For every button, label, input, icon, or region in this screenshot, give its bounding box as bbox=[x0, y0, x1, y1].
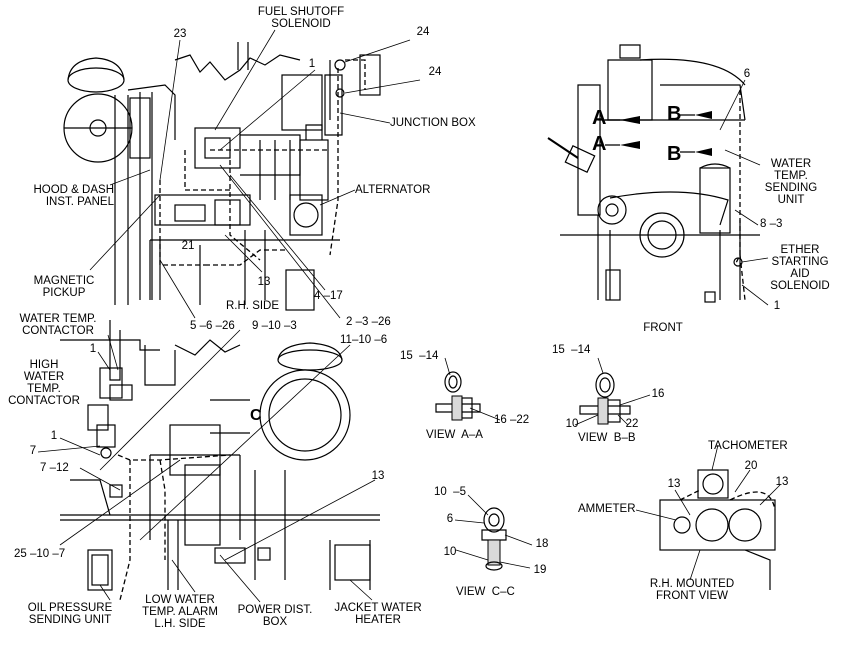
junction-box-label: JUNCTION BOX bbox=[390, 117, 476, 129]
view-b-callout-16: 16 bbox=[651, 388, 665, 400]
callout-4-17: 4 –17 bbox=[314, 290, 343, 302]
jacket-water-heater-label: JACKET WATER HEATER bbox=[334, 602, 422, 626]
view-marker-b-lower: B bbox=[667, 143, 682, 165]
view-c-callout-10-5: 10 –5 bbox=[434, 486, 466, 498]
tachometer-label: TACHOMETER bbox=[708, 440, 788, 452]
callout-1-right: 1 bbox=[773, 300, 781, 312]
callout-20: 20 bbox=[744, 460, 758, 472]
callout-21: 21 bbox=[181, 240, 195, 252]
callout-1-top: 1 bbox=[308, 58, 316, 70]
view-c-c-label: VIEW C–C bbox=[456, 586, 515, 598]
ether-starting-aid-solenoid-label: ETHER STARTING AID SOLENOID bbox=[770, 244, 830, 292]
low-water-temp-alarm-label: LOW WATER TEMP. ALARM L.H. SIDE bbox=[142, 594, 218, 630]
lh-side-engine-view bbox=[60, 320, 380, 601]
water-temp-contactor-label: WATER TEMP. CONTACTOR bbox=[19, 313, 97, 337]
view-c-c-drawing bbox=[481, 507, 507, 571]
callout-11-10-6: 11–10 –6 bbox=[340, 334, 388, 346]
view-c-callout-18: 18 bbox=[535, 538, 549, 550]
alternator-label: ALTERNATOR bbox=[355, 184, 431, 196]
callout-6-right: 6 bbox=[743, 68, 751, 80]
view-a-callout-15-14: 15 –14 bbox=[400, 350, 439, 362]
view-b-b-label: VIEW B–B bbox=[578, 432, 636, 444]
rh-side-engine-view bbox=[63, 42, 381, 311]
front-engine-view bbox=[547, 44, 760, 303]
ammeter-label: AMMETER bbox=[578, 503, 636, 515]
rh-mounted-panel-drawing bbox=[659, 469, 776, 590]
water-temp-sending-unit-label: WATER TEMP. SENDING UNIT bbox=[764, 158, 818, 206]
view-b-b-drawing bbox=[579, 372, 631, 425]
view-c-callout-19: 19 bbox=[533, 564, 547, 576]
callout-7: 7 bbox=[29, 445, 37, 457]
rh-side-label: R.H. SIDE bbox=[226, 300, 280, 312]
view-a-callout-16-22: 16 –22 bbox=[494, 414, 530, 426]
callout-9-10-3: 9 –10 –3 bbox=[252, 320, 297, 332]
view-marker-a-upper: A bbox=[592, 107, 607, 129]
leader-lines bbox=[37, 29, 781, 603]
fuel-shutoff-solenoid-label: FUEL SHUTOFF SOLENOID bbox=[257, 6, 345, 30]
high-water-temp-contactor-label: HIGH WATER TEMP. CONTACTOR bbox=[8, 359, 80, 407]
view-marker-a-lower: A bbox=[592, 133, 607, 155]
callout-25-10-7: 25 –10 –7 bbox=[14, 548, 66, 560]
callout-13-panel-left: 13 bbox=[667, 478, 681, 490]
view-b-callout-10: 10 bbox=[565, 418, 579, 430]
magnetic-pickup-label: MAGNETIC PICKUP bbox=[33, 275, 95, 299]
power-dist-box-label: POWER DIST. BOX bbox=[237, 604, 313, 628]
rh-mounted-front-view-label: R.H. MOUNTED FRONT VIEW bbox=[649, 578, 735, 602]
view-marker-b-upper: B bbox=[667, 103, 682, 125]
callout-24-top: 24 bbox=[416, 26, 430, 38]
callout-5-6-26: 5 –6 –26 bbox=[190, 320, 235, 332]
front-label: FRONT bbox=[643, 322, 683, 334]
view-a-a-label: VIEW A–A bbox=[426, 429, 483, 441]
view-b-callout-22: 22 bbox=[625, 418, 639, 430]
view-marker-c: C bbox=[250, 407, 262, 424]
callout-13-mid: 13 bbox=[257, 276, 271, 288]
view-b-callout-15-14: 15 –14 bbox=[552, 344, 591, 356]
view-a-a-drawing bbox=[435, 371, 481, 421]
view-c-callout-6: 6 bbox=[446, 513, 454, 525]
callout-1-left-a: 1 bbox=[89, 343, 97, 355]
oil-pressure-sending-unit-label: OIL PRESSURE SENDING UNIT bbox=[27, 602, 113, 626]
callout-23: 23 bbox=[173, 28, 187, 40]
callout-8-3: 8 –3 bbox=[760, 218, 783, 230]
callout-13-panel-right: 13 bbox=[775, 476, 789, 488]
callout-24-second: 24 bbox=[428, 66, 442, 78]
view-c-callout-10: 10 bbox=[443, 546, 457, 558]
hood-dash-inst-panel-label: HOOD & DASH INST. PANEL bbox=[33, 184, 114, 208]
callout-7-12: 7 –12 bbox=[40, 462, 69, 474]
callout-1-left-b: 1 bbox=[50, 430, 58, 442]
callout-13-lower: 13 bbox=[371, 470, 385, 482]
callout-2-3-26: 2 –3 –26 bbox=[346, 316, 391, 328]
